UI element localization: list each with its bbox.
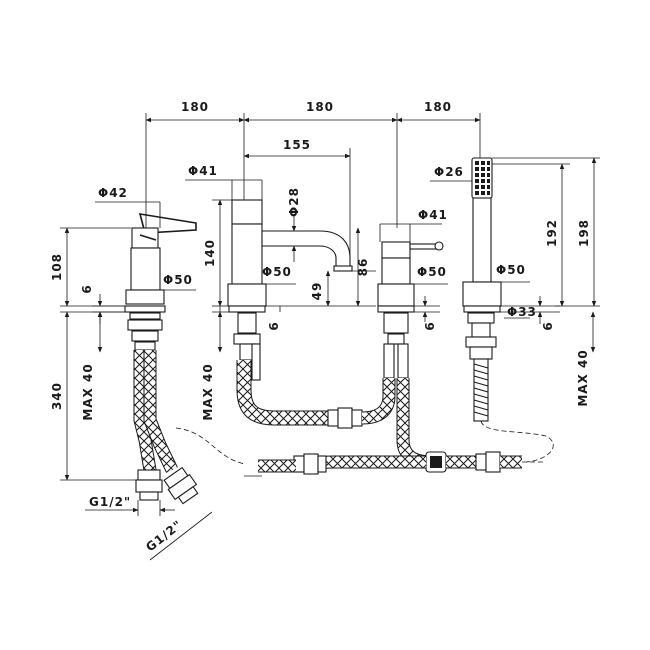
mixer-plate-label: 6 — [423, 321, 437, 330]
hand-shower-total-height-label: 198 — [577, 219, 591, 247]
spout-body-diameter-label: Φ41 — [188, 164, 218, 178]
spout-height-label: 140 — [203, 239, 217, 267]
shower-nozzle-grid — [475, 161, 490, 195]
holder-base-diameter-label: Φ50 — [496, 263, 526, 277]
spout-deck-max-label: MAX 40 — [201, 363, 215, 420]
shower-hose-rings — [473, 363, 489, 417]
spout-reach-label: 155 — [283, 138, 311, 152]
connection-1-label: G1/2" — [89, 495, 131, 509]
hand-shower-height-label: 192 — [545, 219, 559, 247]
hand-shower: Φ26 Φ50 — [430, 157, 600, 463]
basin-height-label: 108 — [50, 253, 64, 281]
holder-plate-label: 6 — [541, 321, 555, 330]
spout-mixer: Φ41 Φ50 6 — [244, 208, 522, 477]
mixer-base-diameter-label: Φ50 — [417, 265, 447, 279]
basin-knob-diameter-label: Φ42 — [98, 186, 128, 200]
spacing-left-label: 180 — [181, 100, 209, 114]
mixer-knob-diameter-label: Φ41 — [418, 208, 448, 222]
basin-plate-label: 6 — [80, 284, 94, 293]
hose-length-label: 340 — [50, 382, 64, 410]
bath-spout: Φ41 Φ28 Φ50 140 49 86 6 — [185, 164, 376, 429]
hose-guide-diameter-label: Φ33 — [507, 305, 537, 319]
spout-outlet-height-label: 86 — [356, 258, 370, 277]
spacing-right-label: 180 — [424, 100, 452, 114]
basin-deck-max-label: MAX 40 — [81, 363, 95, 420]
hand-shower-diameter-label: Φ26 — [434, 165, 464, 179]
spacing-middle-label: 180 — [306, 100, 334, 114]
spacing-dimensions: 180 180 180 155 — [145, 100, 481, 262]
holder-deck-max-label: MAX 40 — [576, 349, 590, 406]
spout-outlet-clearance-label: 49 — [310, 282, 324, 301]
spout-plate-label: 6 — [267, 321, 281, 330]
spout-base-diameter-label: Φ50 — [262, 265, 292, 279]
spout-diameter-label: Φ28 — [287, 187, 301, 217]
basin-base-diameter-label: Φ50 — [163, 273, 193, 287]
